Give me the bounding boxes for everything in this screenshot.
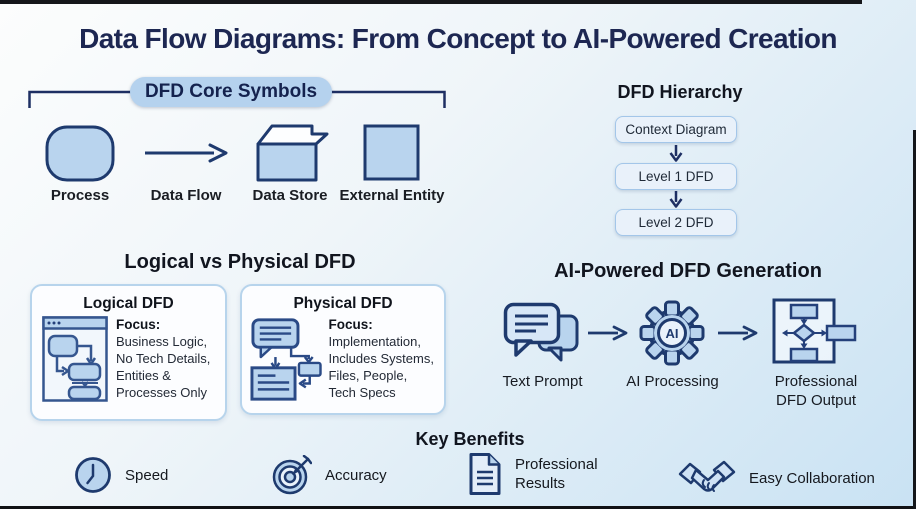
dfd-output-flowchart-icon (772, 298, 857, 364)
arrow-down-icon (669, 145, 683, 162)
page-title: Data Flow Diagrams: From Concept to AI-P… (79, 23, 837, 54)
step-label-ai-processing: AI Processing (626, 373, 719, 390)
symbol-label-process: Process (50, 187, 110, 204)
chat-bubbles-icon (503, 302, 579, 362)
physical-focus-line: Tech Specs (328, 385, 396, 400)
physical-focus-line: Implementation, (328, 334, 421, 349)
physical-focus-line: Files, People, (328, 368, 408, 383)
symbol-label-external-entity: External Entity (339, 187, 445, 204)
benefit-label-accuracy: Accuracy (325, 466, 387, 484)
document-icon (469, 453, 501, 495)
logical-dfd-card-title: Logical DFD (83, 295, 174, 312)
benefits-title: Key Benefits (415, 429, 525, 449)
benefit-accuracy: Accuracy (272, 455, 387, 495)
arrow-down-icon (669, 191, 683, 208)
hierarchy-title: DFD Hierarchy (617, 82, 743, 102)
symbol-label-data-flow: Data Flow (150, 187, 222, 204)
benefit-professional-results: Professional Results (468, 452, 617, 496)
logical-dfd-card: Logical DFD Focus: Business Logic, No Te… (30, 284, 227, 421)
physical-focus-label: Focus: (328, 317, 373, 332)
benefit-label-speed: Speed (125, 466, 169, 484)
external-entity-square-icon (363, 124, 420, 181)
bottom-border-bar (0, 506, 916, 509)
clock-icon (75, 457, 111, 493)
data-flow-arrow-icon (145, 143, 228, 163)
logical-focus-line: Processes Only (116, 385, 208, 400)
logical-focus-line: Business Logic, (116, 334, 208, 349)
benefit-label-professional-results: Professional Results (515, 456, 598, 492)
target-icon (272, 455, 312, 495)
symbol-label-data-store: Data Store (252, 187, 328, 204)
top-border-bar (0, 0, 862, 4)
handshake-icon (678, 460, 736, 492)
step-label-dfd-output: Professional DFD Output (774, 373, 858, 409)
process-rounded-rect-icon (45, 125, 115, 182)
hierarchy-box-level1: Level 1 DFD (615, 163, 737, 190)
physical-dfd-card: Physical DFD Focus: (240, 284, 446, 415)
logical-focus-label: Focus: (116, 317, 161, 332)
benefit-label-easy-collaboration: Easy Collaboration (749, 469, 875, 487)
core-symbols-pill: DFD Core Symbols (130, 77, 332, 107)
browser-flowchart-icon (42, 316, 108, 402)
hierarchy-box-context: Context Diagram (615, 116, 737, 143)
physical-focus-line: Includes Systems, (328, 351, 434, 366)
physical-dfd-card-title: Physical DFD (293, 295, 393, 312)
physical-flowchart-icon (250, 318, 322, 401)
benefit-easy-collaboration: Easy Collaboration (678, 458, 875, 498)
logical-focus-line: No Tech Details, (116, 351, 211, 366)
ai-gear-icon: AI (639, 300, 705, 366)
comparison-title: Logical vs Physical DFD (124, 251, 356, 273)
arrow-right-icon (718, 325, 758, 341)
ai-badge-text: AI (666, 326, 679, 341)
right-border-bar (913, 130, 916, 509)
core-symbols-title: DFD Core Symbols (144, 81, 318, 102)
data-store-open-box-icon (256, 124, 329, 182)
hierarchy-box-level2: Level 2 DFD (615, 209, 737, 236)
logical-focus-line: Entities & (116, 368, 171, 383)
step-label-text-prompt: Text Prompt (502, 373, 583, 390)
ai-generation-title: AI-Powered DFD Generation (554, 260, 822, 282)
benefit-speed: Speed (74, 456, 168, 494)
arrow-right-icon (588, 325, 628, 341)
